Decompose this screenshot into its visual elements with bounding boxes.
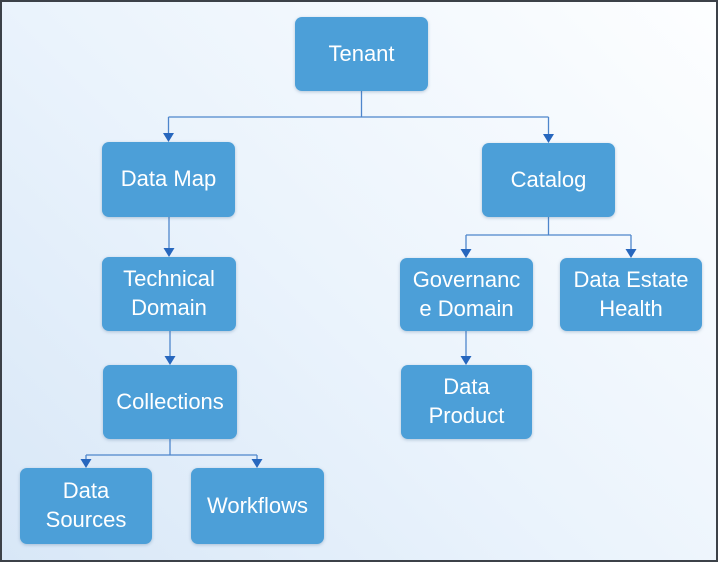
node-data-sources: Data Sources: [20, 468, 152, 544]
node-label: Governanc e Domain: [412, 266, 521, 321]
node-label: Data Map: [120, 166, 217, 192]
node-label: Data Product: [428, 374, 505, 428]
edge-collections-children: [80, 439, 263, 468]
edge-technical-collections: [164, 331, 176, 365]
node-data-map: Data Map: [102, 142, 235, 217]
edge-catalog-children: [460, 217, 637, 258]
node-label: Workflows: [206, 492, 309, 518]
node-label: Data Estate Health: [573, 266, 689, 321]
node-label: Tenant: [328, 40, 395, 66]
node-tenant: Tenant: [295, 17, 428, 91]
edge-datamap-technical: [163, 217, 175, 257]
node-workflows: Workflows: [191, 468, 324, 544]
edge-governance-product: [460, 331, 472, 365]
edge-tenant-children: [163, 91, 554, 143]
node-governance-domain: Governanc e Domain: [400, 258, 533, 331]
node-catalog: Catalog: [482, 143, 615, 217]
node-label: Catalog: [510, 166, 587, 192]
node-label: Data Sources: [45, 478, 127, 532]
node-label: Technical Domain: [123, 266, 215, 320]
node-collections: Collections: [103, 365, 237, 439]
node-data-product: Data Product: [401, 365, 532, 439]
node-technical-domain: Technical Domain: [102, 257, 236, 331]
node-data-estate-health: Data Estate Health: [560, 258, 702, 331]
node-label: Collections: [116, 388, 224, 414]
